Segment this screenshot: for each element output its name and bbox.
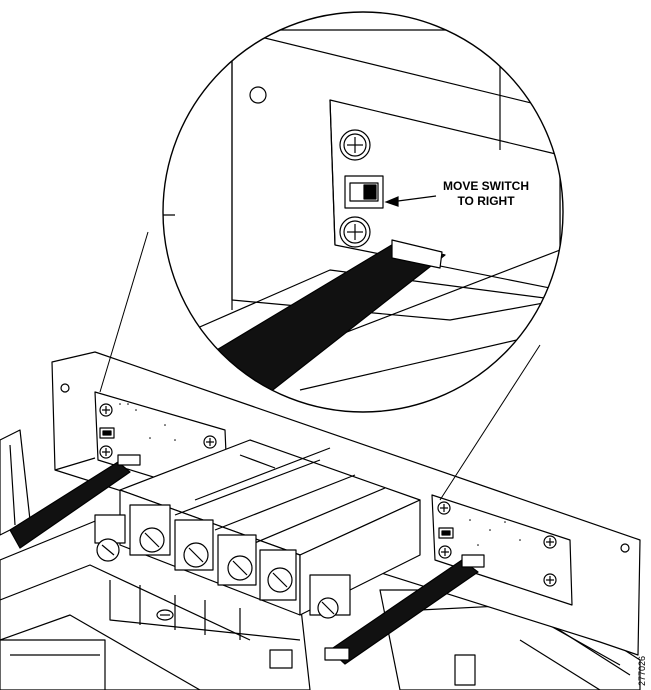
ribbon-cables — [9, 454, 485, 665]
chassis-assembly — [0, 351, 641, 690]
callout-arrow — [384, 195, 437, 207]
terminal-block — [94, 439, 421, 641]
figure-id: 277026 — [637, 656, 647, 686]
magnified-switch — [344, 175, 384, 209]
terminal-screws — [94, 504, 297, 601]
magnified-screw-bottom — [339, 216, 371, 248]
chassis-base — [0, 429, 311, 690]
magnifier-leader-lines — [99, 231, 541, 501]
right-terminal — [309, 574, 351, 619]
right-controller-card — [431, 494, 573, 606]
callout-label-line2: TO RIGHT — [457, 194, 515, 208]
callout-label-line1: MOVE SWITCH — [443, 179, 529, 193]
magnified-screw-top — [339, 129, 371, 161]
magnified-detail — [162, 11, 564, 413]
